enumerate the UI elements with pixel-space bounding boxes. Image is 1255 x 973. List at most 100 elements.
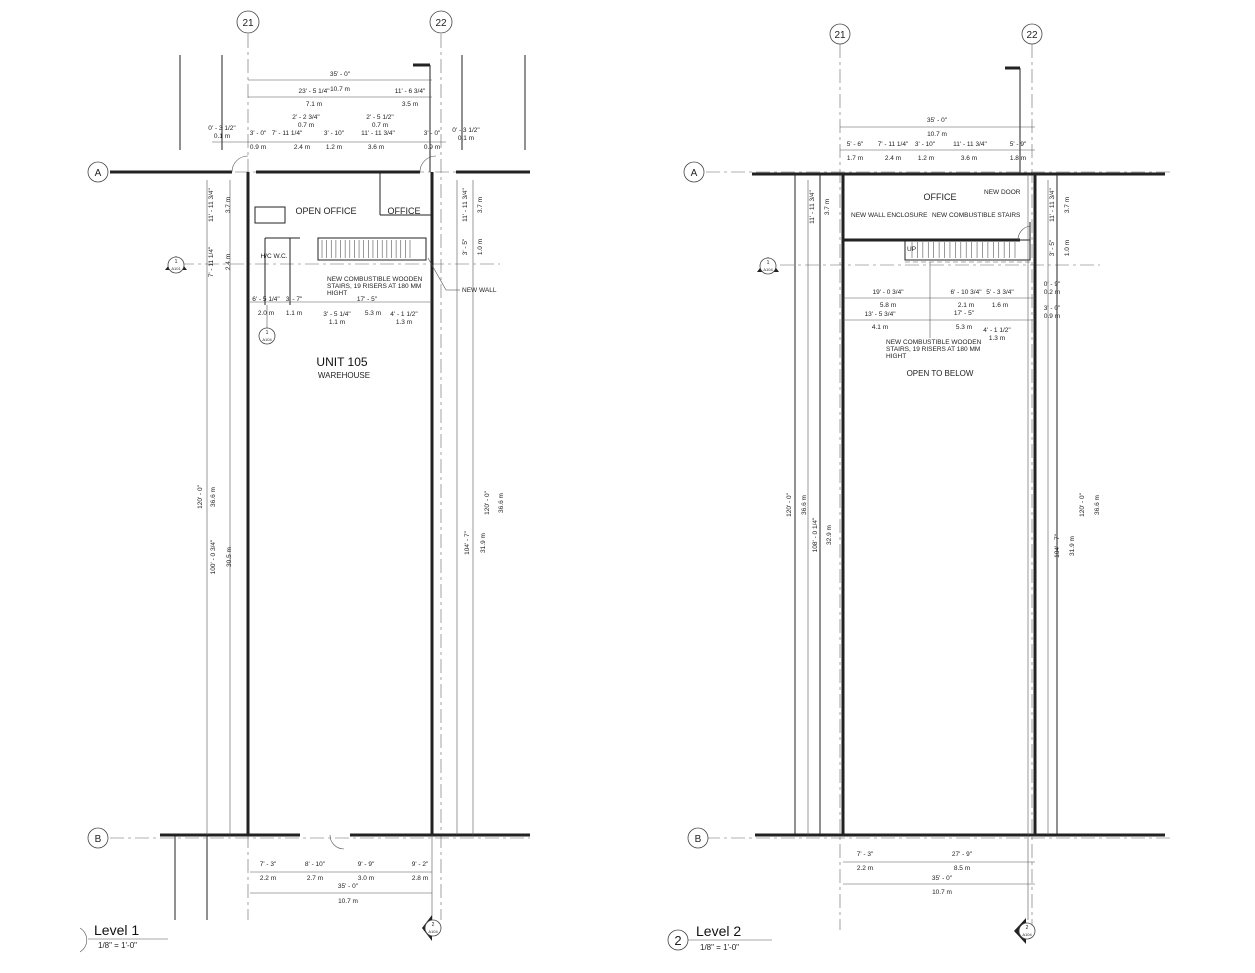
svg-text:Level 2: Level 2 [696,923,741,939]
svg-text:A101: A101 [171,266,181,271]
dim: 10.7 m [330,86,350,93]
svg-text:2: 2 [1026,925,1029,931]
room-label-open-office: OPEN OFFICE [295,206,356,216]
dim: 2.0 m [258,310,274,317]
dim: 36.6 m [498,493,505,513]
walls [110,55,530,920]
dim: 7' - 11 1/4" [878,141,909,148]
svg-text:1: 1 [266,330,269,336]
dim: 2.1 m [958,302,974,309]
dim: 31.9 m [1069,536,1076,556]
dim: 13' - 5 3/4" [864,311,896,318]
new-wall-enclosure-note: NEW WALL ENCLOSURE [851,212,928,219]
grid-bubble-b: B [687,827,709,849]
dim: 36.6 m [1094,495,1101,515]
dim: 5' - 3 3/4" [986,289,1014,296]
svg-text:1: 1 [767,260,770,266]
dim: 6' - 5 1/4" [252,296,280,303]
dim: 27' - 9" [952,851,973,858]
dim: 17' - 5" [954,310,975,317]
unit-label: UNIT 105 [316,355,367,369]
svg-text:21: 21 [834,30,846,41]
stair-note: NEW COMBUSTIBLE WOODEN [886,339,982,346]
dim: 1.1 m [286,310,302,317]
dim: 30.5 m [226,547,233,567]
dim: 7' - 3" [857,851,874,858]
dim: 0.7 m [372,122,388,129]
new-door-note: NEW DOOR [984,189,1021,196]
dim: 10.7 m [932,889,952,896]
room-label-open-to-below: OPEN TO BELOW [907,369,974,378]
room-label-wc: H/C W.C. [260,253,287,260]
dim: 1.2 m [918,155,934,162]
dim: 1.1 m [329,319,345,326]
dimension-lines [807,126,1049,885]
dim: 104' - 7" [464,530,471,554]
svg-text:Level 1: Level 1 [94,922,139,938]
dim: 4' - 1 1/2" [390,311,418,318]
dim: 4' - 1 1/2" [983,327,1011,334]
view-title-level-1: Level 1 1/8" = 1'-0" [79,922,168,953]
svg-text:22: 22 [1026,30,1038,41]
dim: 7' - 11 1/4" [208,246,215,277]
dim: 10.7 m [927,131,947,138]
room-label-office: OFFICE [388,206,421,216]
dim: 8' - 10" [305,861,326,868]
grid-bubble-21: 21 [236,10,260,34]
dim: 23' - 5 1/4" [298,88,330,95]
dim: 10.7 m [338,898,358,905]
grid-bubble-a: A [683,161,705,183]
dim: 11' - 11 3/4" [462,187,469,221]
dim: 2.2 m [857,865,873,872]
svg-text:B: B [95,834,102,845]
dim: 0' - 3 1/2" [452,127,480,134]
dim: 11' - 11 3/4" [361,130,395,137]
room-label-office: OFFICE [924,192,957,202]
view-title-level-2: 2 Level 2 1/8" = 1'-0" [667,923,772,952]
level-1-plan: 21 22 A B [79,10,530,953]
dim: 7' - 11 1/4" [272,130,303,137]
dim: 0.7 m [298,122,314,129]
grid-bubble-22: 22 [429,10,453,34]
dim: 11' - 11 3/4" [953,141,987,148]
dim: 3' - 7" [286,296,303,303]
svg-text:22: 22 [435,18,447,29]
dim: 0' - 9" [1044,281,1061,288]
svg-text:A: A [691,168,698,179]
dim: 0.9 m [1044,313,1060,320]
dim: 2.2 m [260,875,276,882]
dim: 11' - 11 3/4" [1049,187,1056,221]
dim: 17' - 5" [357,296,378,303]
svg-text:A104: A104 [1022,932,1032,937]
dim: 3' - 10" [324,130,345,137]
dim: 108' - 0 1/4" [812,517,819,552]
dim: 3.5 m [402,101,418,108]
dim: 3' - 10" [915,141,936,148]
walls [752,66,1165,837]
dim: 1.2 m [326,144,342,151]
svg-text:2: 2 [432,922,435,928]
dim: 11' - 6 3/4" [395,88,426,95]
dim: 1.7 m [847,155,863,162]
svg-text:A104: A104 [763,267,773,272]
stair-treads [321,240,411,258]
stair-note: STAIRS, 19 RISERS AT 180 MM [886,346,980,353]
dim: 1.0 m [1064,240,1071,256]
dim: 11' - 11 3/4" [809,189,816,223]
dim: 2.7 m [307,875,323,882]
dim: 0.9 m [424,144,440,151]
dim: 3' - 5 1/4" [323,311,351,318]
dim: 2.4 m [225,254,232,270]
dim: 3' - 0" [424,130,441,137]
dim: 5' - 6" [847,141,864,148]
svg-text:A104: A104 [428,929,438,934]
dim: 2.8 m [412,875,428,882]
dim: 120' - 0" [786,492,793,516]
dim: 2' - 5 1/2" [366,114,394,121]
